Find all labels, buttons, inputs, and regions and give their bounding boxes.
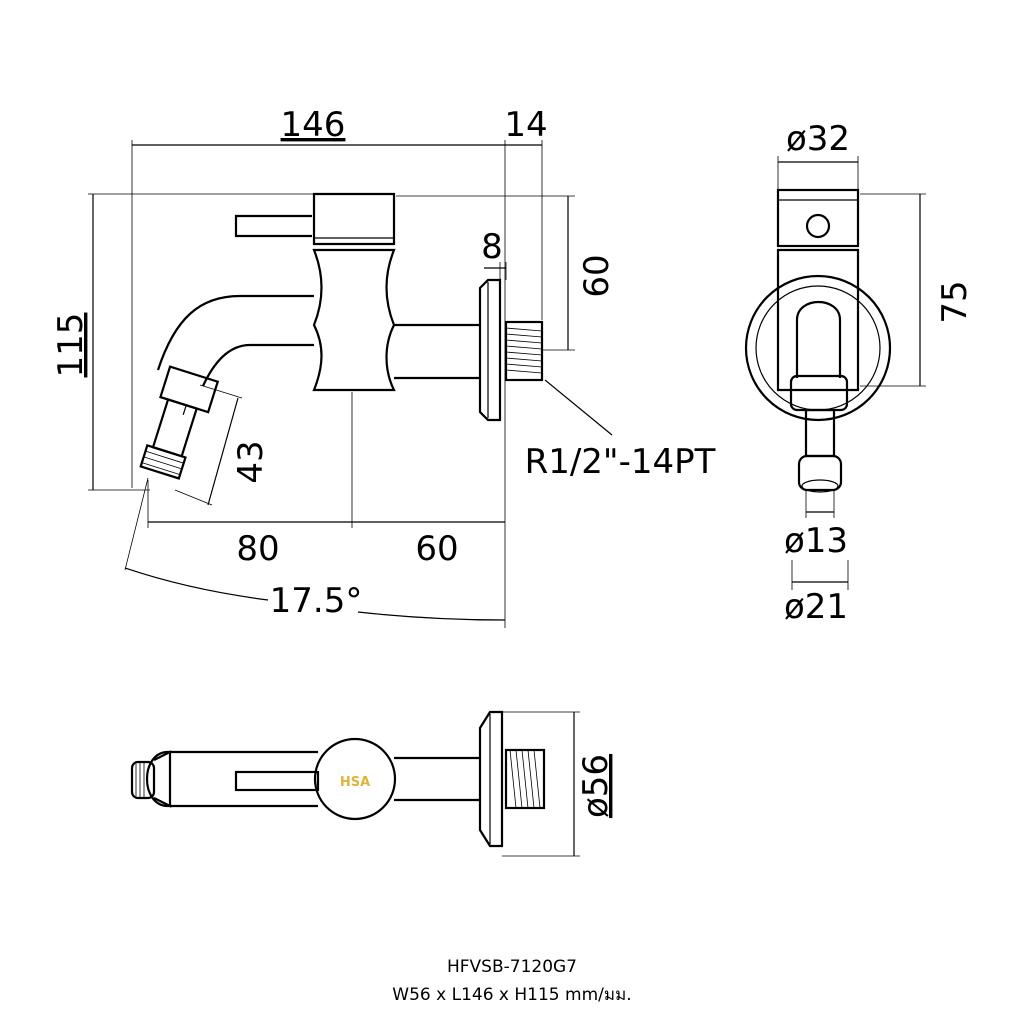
dim-body-to-wall: 60 — [415, 529, 458, 569]
flange-top — [478, 710, 504, 848]
dim-spout-length: 43 — [231, 440, 271, 483]
body-end — [776, 248, 860, 392]
model-number: HFVSB-7120G7 — [447, 957, 577, 977]
wall-flange — [478, 278, 502, 422]
dim-wall-offset: 14 — [504, 105, 547, 145]
dim-spout-reach: 80 — [236, 529, 279, 569]
dim-flange-thickness: 8 — [481, 227, 503, 267]
spout-end — [795, 300, 842, 378]
dim-nozzle-outer-diameter: ø21 — [784, 587, 848, 627]
dim-thread-height: 60 — [577, 254, 617, 297]
front-view: 146 14 8 60 115 43 80 60 17.5° — [51, 105, 716, 628]
dim-nozzle-diameter: ø13 — [784, 521, 848, 561]
dim-flange-diameter: ø56 — [576, 754, 616, 818]
spout-nozzle — [139, 365, 220, 480]
product-size: W56 x L146 x H115 mm/มม. — [392, 985, 631, 1005]
dim-height-overall: 115 — [51, 313, 91, 378]
thread-top — [504, 748, 546, 810]
top-view: HSA ø56 — [130, 710, 616, 857]
dim-handle-diameter: ø32 — [786, 119, 850, 159]
dim-side-height: 75 — [935, 280, 975, 323]
spout-top — [168, 750, 318, 808]
handle-cap-end — [776, 188, 860, 248]
nozzle-top — [130, 750, 172, 808]
flange-circle — [744, 274, 892, 422]
handle-lever — [234, 214, 312, 238]
thread — [504, 320, 544, 382]
brand-logo: HSA — [340, 775, 370, 790]
handle-cap-top — [313, 737, 397, 821]
thread-spec-label: R1/2"-14PT — [525, 442, 716, 482]
end-view: ø32 75 ø13 ø21 — [744, 119, 975, 627]
dim-spout-angle: 17.5° — [270, 581, 363, 621]
cap-hole — [805, 213, 831, 239]
lever-top — [234, 770, 320, 792]
valve-body — [312, 248, 396, 392]
dim-length-overall: 146 — [281, 105, 346, 145]
handle-cap — [312, 192, 396, 246]
spout — [156, 294, 314, 387]
connector-pipe — [394, 323, 480, 380]
